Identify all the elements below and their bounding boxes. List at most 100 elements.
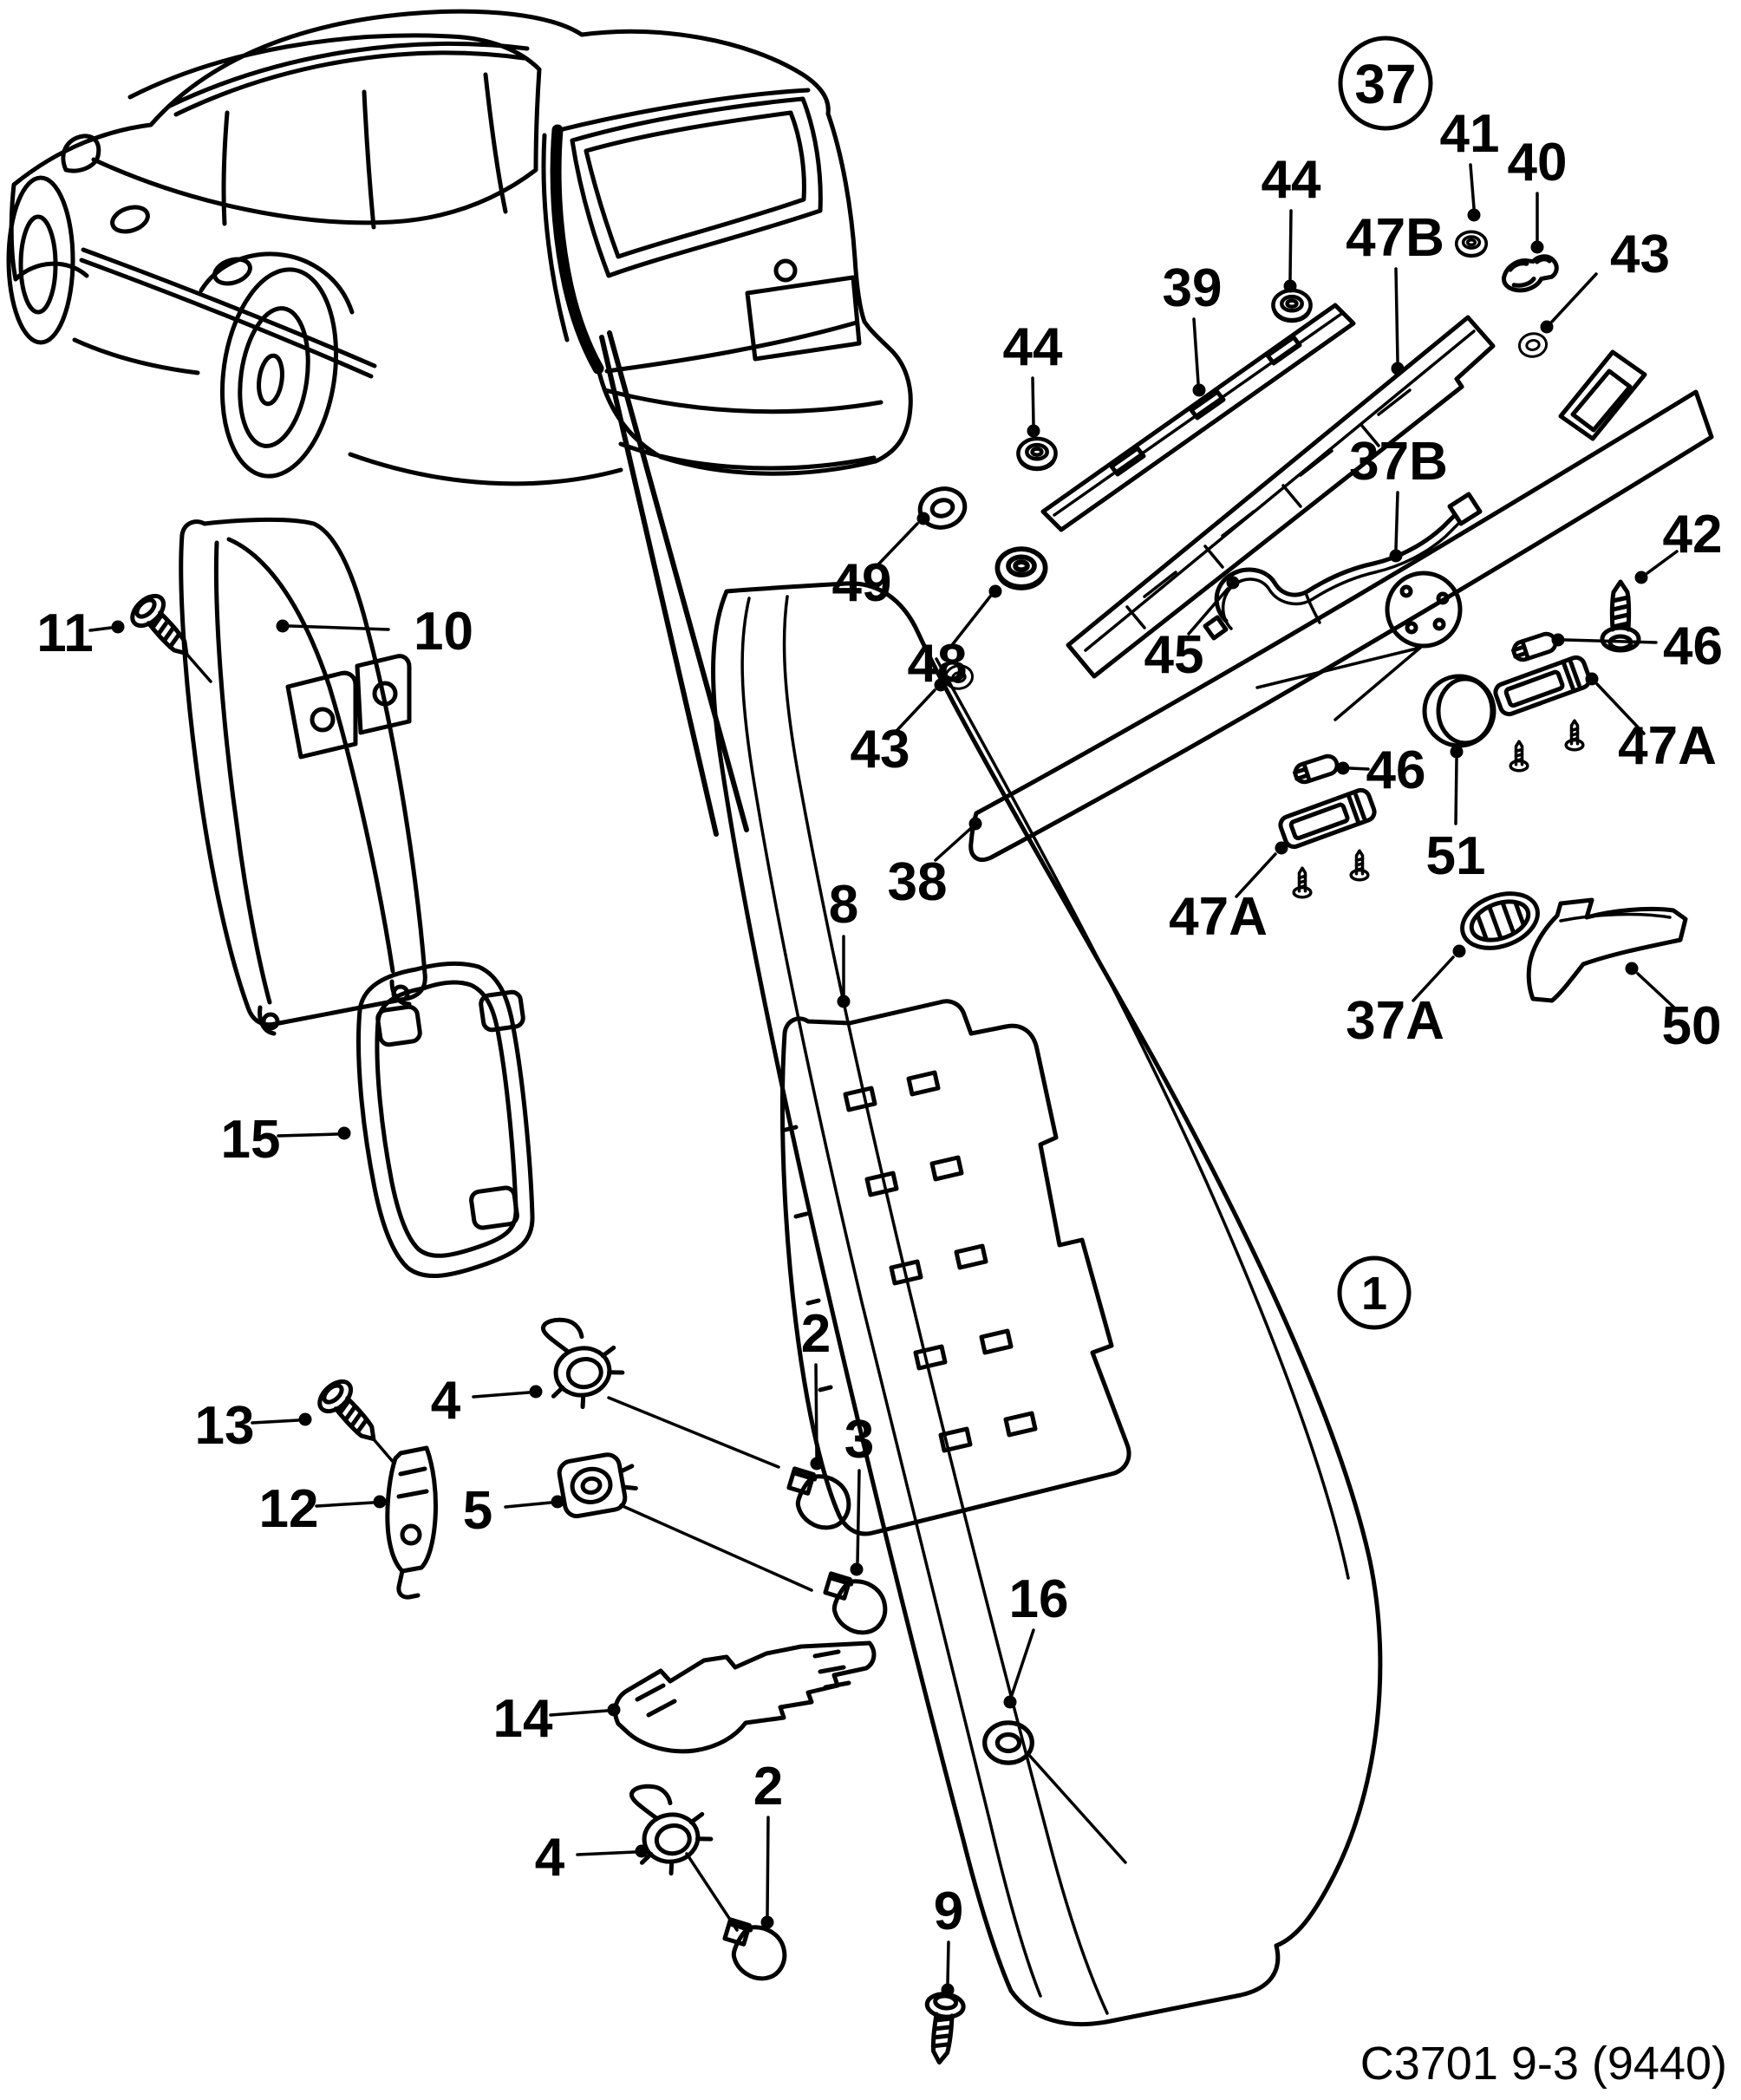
leader-line: [1563, 638, 1658, 644]
leader-dot: [934, 678, 948, 692]
callout-10: 10: [276, 602, 473, 662]
vehicle-illustration: [6, 9, 913, 837]
hole: [479, 989, 525, 1033]
leader-dot: [1450, 745, 1464, 759]
ref-37-label: 37: [1354, 53, 1416, 115]
assembly-line: [685, 1852, 739, 1932]
socket-slots: [843, 1070, 1038, 1453]
callout-44-label: 44: [1262, 150, 1321, 210]
callout-16: 16: [1003, 1569, 1068, 1709]
outline: [711, 581, 1383, 2027]
callout-10-label: 10: [414, 602, 473, 662]
lamp-icon: [1278, 788, 1377, 850]
callout-42-label: 42: [1663, 505, 1723, 564]
callout-40: 40: [1508, 133, 1568, 254]
leader-line: [315, 1501, 375, 1508]
outline: [613, 1640, 877, 1754]
circled-ref-37: 37: [1338, 36, 1433, 131]
detail: [1084, 329, 1476, 652]
part-taillamp-gasket-15: [356, 961, 535, 1279]
leader-line: [288, 624, 390, 631]
callout-5: 5: [463, 1481, 564, 1541]
callout-46-label: 46: [1366, 740, 1426, 800]
part-license-lamp-47Aa: [1493, 655, 1592, 773]
leader-dot: [1226, 576, 1240, 590]
leader-dot: [1391, 362, 1405, 375]
leader-dot: [941, 1983, 955, 1997]
outline: [1526, 897, 1688, 1003]
leader-dot: [1275, 841, 1288, 855]
leader-dot: [298, 1412, 312, 1426]
part-tailgate-trim-38: [968, 349, 1714, 863]
lamp-screw-icon: [1564, 719, 1585, 752]
part-connector-37A: [1455, 884, 1545, 957]
locator-lines: [1255, 646, 1422, 721]
leader-dot: [760, 1915, 774, 1929]
bulb-holder-icon: [629, 1777, 715, 1878]
part-bulb-carrier-8: [779, 999, 1131, 1536]
outline: [779, 999, 1131, 1536]
callout-39-label: 39: [1163, 258, 1223, 318]
callout-2-label: 2: [753, 1757, 783, 1816]
part-taillamp-lens-1: [711, 581, 1383, 2027]
hole: [310, 707, 336, 733]
part-nut-48: [997, 549, 1045, 588]
leader-line: [894, 688, 936, 734]
taillamp-location-mark: [550, 124, 604, 375]
callout-9-label: 9: [934, 1882, 963, 1941]
leader-line: [1031, 376, 1035, 426]
part-grommet-49: [916, 484, 969, 532]
ref-1-label: 1: [1361, 1268, 1387, 1320]
detail: [1559, 912, 1672, 923]
leader-dot: [1027, 424, 1040, 438]
leader-line: [1636, 972, 1678, 1011]
hole: [400, 1523, 422, 1546]
part-nut-41: [1454, 230, 1489, 258]
callout-2-label: 2: [801, 1304, 831, 1364]
ref-circle: [1338, 36, 1433, 131]
leader-line: [856, 1469, 861, 1564]
part-retainer-bracket-50: [1526, 897, 1688, 1003]
leader-dot: [810, 1457, 824, 1471]
leader-line: [1550, 272, 1598, 323]
callout-4b: 4: [535, 1828, 649, 1888]
leader-line: [946, 1940, 950, 1985]
callout-41: 41: [1440, 104, 1499, 222]
leader-dot: [1551, 633, 1565, 647]
part-bulb-3: [812, 1564, 896, 1642]
leader-dot: [607, 1703, 621, 1717]
callout-44-label: 44: [1003, 317, 1063, 377]
callout-51-label: 51: [1426, 826, 1486, 886]
rear-wheel-rim: [238, 306, 310, 448]
leader-dot: [551, 1495, 564, 1509]
callout-13-label: 13: [195, 1396, 255, 1456]
callout-11-label: 11: [36, 603, 94, 663]
leader-dot: [373, 1495, 387, 1509]
part-license-lamp-47Ab: [1278, 788, 1377, 899]
part-taillamp-housing-10: [179, 517, 427, 1036]
callout-48: 48: [908, 584, 1002, 694]
feet: [258, 979, 412, 1036]
hole: [1432, 617, 1446, 631]
callout-11: 11: [36, 603, 125, 663]
assembly-line: [372, 1438, 396, 1465]
leader-line: [504, 1501, 552, 1509]
ref-circle: [1337, 1255, 1412, 1330]
callout-40-label: 40: [1508, 133, 1568, 192]
callout-12-label: 12: [259, 1479, 319, 1539]
part-bulb-holder-4b: [629, 1777, 739, 1932]
front-door-handle: [110, 205, 150, 234]
drawing-code: C3701 9-3 (9440): [1360, 2038, 1727, 2090]
callout-14: 14: [493, 1689, 621, 1749]
leader-line: [1288, 209, 1293, 281]
callout-50-label: 50: [1662, 996, 1722, 1056]
part-nut-44b: [1018, 439, 1055, 469]
part-housing-screw-11: [127, 590, 212, 683]
outline: [968, 389, 1714, 863]
leader-line: [1595, 682, 1646, 735]
callout-47B: 47B: [1346, 208, 1444, 375]
callout-46-label: 46: [1663, 616, 1723, 676]
tailgate-emblem: [773, 258, 798, 283]
leader-dot: [916, 512, 930, 525]
